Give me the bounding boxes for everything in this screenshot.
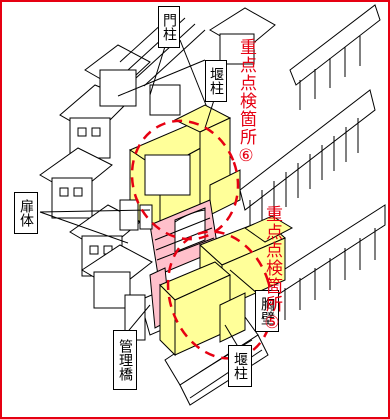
inspection-circle-6 [130, 119, 240, 241]
inspection-label-6: 重点点検箇所⑥ [236, 38, 256, 167]
right-fence [239, 4, 386, 330]
label-kanrikyo: 管理橋 [113, 330, 137, 390]
label-sekichu-bottom: 堰柱 [228, 345, 252, 387]
label-monchu: 門柱 [158, 6, 180, 48]
label-tobirakai: 扉体 [14, 192, 38, 234]
upper-rails [117, 11, 211, 116]
inspection-label-5: 重点点検箇所⑤ [262, 205, 282, 334]
label-sekichu-top: 堰柱 [205, 60, 227, 102]
label-kyouheki: 胸壁 [255, 290, 279, 332]
